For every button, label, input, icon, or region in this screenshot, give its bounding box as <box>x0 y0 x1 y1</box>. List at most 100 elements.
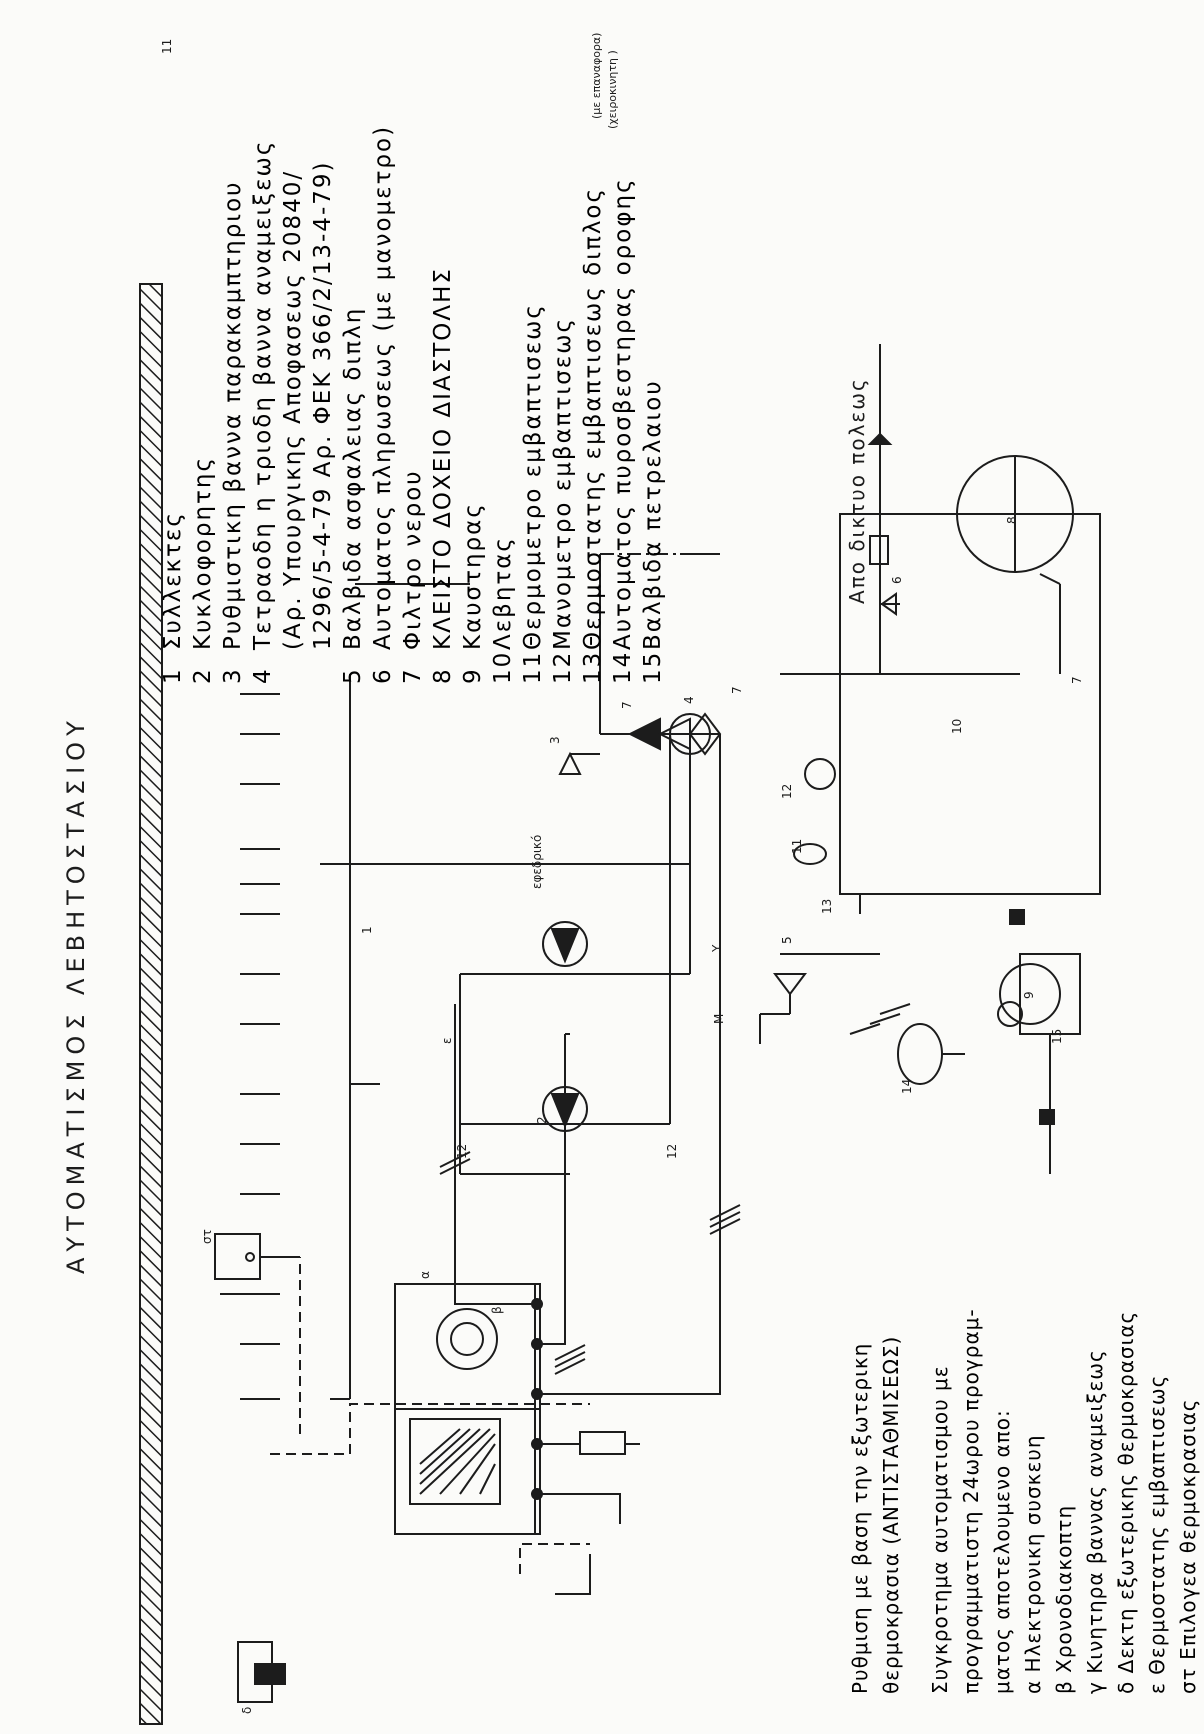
burner-and-fuel <box>997 953 1081 1174</box>
expansion-tank <box>956 455 1074 674</box>
legend-item-11: 11Θερμομετρο εμβαπτισεως <box>518 24 548 684</box>
legend-number: 9 <box>460 667 486 684</box>
tag-12a: 12 <box>455 1143 469 1159</box>
city-network-label: Απο δικτυο πολεως <box>845 377 869 604</box>
description-line: Συγκροτημα αυτοματισμου με <box>928 1365 952 1694</box>
tag-11b: 11 <box>790 838 804 854</box>
tag-motor: Μ <box>712 1013 726 1024</box>
page-title: ΑΥΤΟΜΑΤΙΣΜΟΣ ΛΕΒΗΤΟΣΤΑΣΙΟΥ <box>62 715 90 1274</box>
component-alpha: α Ηλεκτρονικη συσκευη <box>1021 1434 1045 1694</box>
legend-number: 15 <box>640 650 666 684</box>
legend-item-5: 5 Βαλβιδα ασφαλειας διπλη <box>338 24 368 684</box>
legend-number: 12 <box>550 650 576 684</box>
tag-11a: 11 <box>160 38 174 54</box>
tag-8: 8 <box>1005 516 1019 524</box>
tag-st: στ <box>200 1229 214 1244</box>
legend-item-2: 2 Κυκλοφορητης <box>188 24 218 684</box>
legend-label: 1296/5-4-79 Αρ. ΦΕΚ 366/2/13-4-79) <box>310 160 336 650</box>
legend-label: (Αρ. Υπουργικης Αποφασεως 20840/ <box>280 169 306 650</box>
legend-item-1: 1 Συλλεκτες <box>158 24 188 684</box>
outdoor-sensor <box>237 1641 286 1703</box>
legend-label: Καυστηρας <box>460 502 486 650</box>
safety-valve <box>759 973 807 1044</box>
tag-5: 5 <box>780 936 794 944</box>
legend-number: 5 <box>340 667 366 684</box>
description-line: προγραμματιστη 24ωρου προγραμ- <box>959 1308 983 1694</box>
component-epsilon: ε Θερμοστατης εμβαπτισεως <box>1145 1374 1169 1694</box>
tag-6: 6 <box>890 576 904 584</box>
tag-10: 10 <box>950 718 964 734</box>
legend-number: 7 <box>400 667 426 684</box>
legend-number: 10 <box>490 650 516 684</box>
control-wiring <box>439 733 741 1524</box>
temperature-selector <box>214 1233 301 1434</box>
controller-unit <box>394 1283 543 1535</box>
legend-number: 4 <box>250 667 276 684</box>
legend-number: 14 <box>610 650 636 684</box>
legend-item-4-note-b: 1296/5-4-79 Αρ. ΦΕΚ 366/2/13-4-79) <box>308 24 338 684</box>
legend-item-9: 9 Καυστηρας <box>458 24 488 684</box>
legend: 1 Συλλεκτες 2 Κυκλοφορητης 3 Ρυθμιστικη βαν… <box>158 24 666 684</box>
tag-3: 3 <box>548 736 562 744</box>
legend-label: Θερμοστατης εμβαπτισεως διπλος <box>580 186 606 650</box>
legend-number: 11 <box>520 650 546 684</box>
legend-note-manual: (χειροκινητη ) <box>606 50 619 129</box>
tag-13: 13 <box>820 898 834 914</box>
tag-2: 2 <box>535 1116 549 1124</box>
tag-1: 1 <box>360 926 374 934</box>
legend-number: 1 <box>160 667 186 684</box>
legend-label: ΚΛΕΙΣΤΟ ΔΟΧΕΙΟ ΔΙΑΣΤΟΛΗΣ <box>430 267 456 650</box>
tag-alpha: α <box>418 1271 432 1279</box>
circulator-pumps <box>355 583 711 1175</box>
description-line: ματος αποτελουμενο απο: <box>990 1409 1014 1694</box>
tag-burner: 9 <box>1022 991 1036 999</box>
tag-4: 4 <box>682 696 696 704</box>
tag-12b: 12 <box>665 1143 679 1159</box>
tag-delta: δ <box>240 1706 254 1714</box>
legend-number: 8 <box>430 667 456 684</box>
legend-label: Μανομετρο εμβαπτισεως <box>550 317 576 650</box>
tag-7a: 7 <box>620 701 634 709</box>
city-water-feed <box>867 344 960 675</box>
legend-item-10: 10Λεβητας <box>488 24 518 684</box>
legend-item-3: 3 Ρυθμιστικη βαννα παρακαμπτηριου <box>218 24 248 684</box>
external-wall <box>139 283 163 1725</box>
component-beta: β Χρονοδιακοπτη <box>1052 1504 1076 1694</box>
legend-label: Αυτοματος πληρωσεως (με μανομετρο) <box>370 124 396 650</box>
legend-label: Αυτοματος πυροσβεστηρας οροφης <box>610 177 636 650</box>
legend-item-13: 13Θερμοστατης εμβαπτισεως διπλος <box>578 24 608 684</box>
boiler <box>780 513 1101 955</box>
automation-description: Ρυθμιση με βαση την εξωτερικη θερμοκρασι… <box>845 1034 1200 1694</box>
legend-item-4: 4 Τετραοδη η τριοδη βαννα αναμειξεως <box>248 24 278 684</box>
legend-label: Φιλτρο νερου <box>400 469 426 650</box>
legend-label: Θερμομετρο εμβαπτισεως <box>520 303 546 650</box>
legend-item-7: 7 Φιλτρο νερου <box>398 24 428 684</box>
tag-12c: 12 <box>780 783 794 799</box>
collectors <box>240 674 380 1400</box>
description-line: θερμοκρασια (ΑΝΤΙΣΤΑΘΜΙΣΕΩΣ) <box>879 1335 903 1694</box>
legend-number: 3 <box>220 667 246 684</box>
legend-label: Λεβητας <box>490 536 516 650</box>
legend-number: 2 <box>190 667 216 684</box>
tag-epsilon: ε <box>440 1037 454 1045</box>
tag-7b: 7 <box>730 686 744 694</box>
mixing-valve <box>320 553 1020 974</box>
tag-7c: 7 <box>1070 676 1084 684</box>
legend-label: Βαλβιδα ασφαλειας διπλη <box>340 306 366 650</box>
fire-extinguisher <box>849 1003 965 1085</box>
reserve-pump-label: εφεδρικό <box>530 834 544 889</box>
legend-label: Ρυθμιστικη βαννα παρακαμπτηριου <box>220 180 246 650</box>
legend-label: Κυκλοφορητης <box>190 456 216 650</box>
legend-number: 13 <box>580 650 606 684</box>
legend-label: Συλλεκτες <box>160 511 186 650</box>
legend-note-reset: (με επαναφορα) <box>590 32 603 119</box>
legend-item-6: 6Αυτοματος πληρωσεως (με μανομετρο) <box>368 24 398 684</box>
legend-item-15: 15Βαλβιδα πετρελαιου <box>638 24 668 684</box>
legend-item-12: 12Μανομετρο εμβαπτισεως <box>548 24 578 684</box>
component-st: στ Επιλογεα θερμοκρασιας <box>1176 1398 1200 1694</box>
legend-item-4-note-a: (Αρ. Υπουργικης Αποφασεως 20840/ <box>278 24 308 684</box>
legend-label: Τετραοδη η τριοδη βαννα αναμειξεως <box>250 139 276 650</box>
tag-beta: β <box>490 1306 504 1314</box>
